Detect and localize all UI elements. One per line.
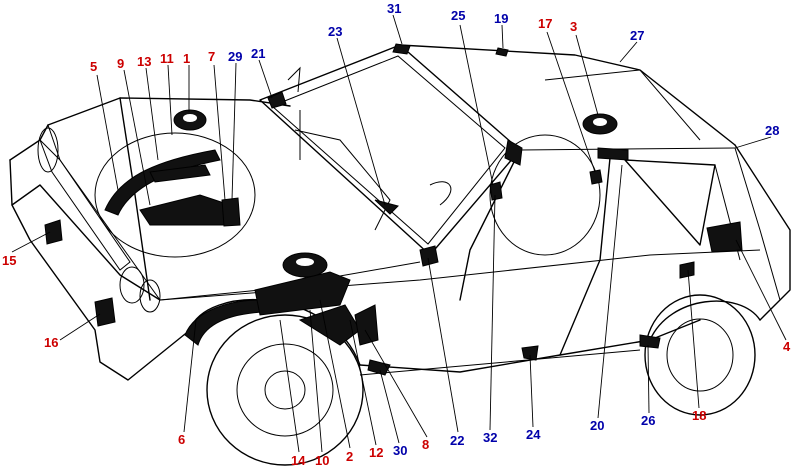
label-22: 22 bbox=[450, 433, 464, 448]
label-16: 16 bbox=[44, 335, 58, 350]
car-body-outline bbox=[9, 44, 791, 466]
part-a-pillar-lower bbox=[419, 245, 439, 267]
label-7: 7 bbox=[208, 49, 215, 64]
label-15: 15 bbox=[2, 253, 16, 268]
label-2: 2 bbox=[346, 449, 353, 464]
label-24: 24 bbox=[526, 427, 541, 442]
part-lower-front-16 bbox=[94, 297, 116, 327]
part-sill-end bbox=[354, 304, 379, 346]
part-bracket-29 bbox=[221, 197, 241, 227]
label-23: 23 bbox=[328, 24, 342, 39]
label-17: 17 bbox=[538, 16, 552, 31]
part-pillar-bracket-25 bbox=[489, 181, 503, 201]
part-floor-clip-24 bbox=[521, 345, 539, 361]
part-front-panel-15 bbox=[44, 219, 63, 245]
label-8: 8 bbox=[422, 437, 429, 452]
leader-lines bbox=[11, 14, 787, 453]
part-roof-clip-19 bbox=[495, 47, 509, 57]
label-25: 25 bbox=[451, 8, 465, 23]
label-11: 11 bbox=[160, 51, 174, 66]
label-9: 9 bbox=[117, 56, 124, 71]
part-longitudinal-member bbox=[254, 271, 351, 316]
part-rear-door-clip-18 bbox=[679, 261, 695, 279]
part-front-strut-top-inner bbox=[183, 114, 197, 122]
body-parts bbox=[44, 43, 743, 376]
part-front-strut-tower-inner bbox=[296, 258, 314, 266]
part-windshield-corner bbox=[267, 91, 287, 109]
label-31: 31 bbox=[387, 1, 401, 16]
part-roof-clip-31 bbox=[392, 43, 411, 55]
label-19: 19 bbox=[494, 11, 508, 26]
label-29: 29 bbox=[228, 49, 242, 64]
label-21: 21 bbox=[251, 46, 265, 61]
label-3: 3 bbox=[570, 19, 577, 34]
part-a-pillar-reinforce bbox=[504, 139, 523, 166]
label-27: 27 bbox=[630, 28, 644, 43]
label-4: 4 bbox=[783, 339, 791, 354]
part-wheelhouse-panel bbox=[139, 194, 231, 226]
label-10: 10 bbox=[315, 453, 329, 468]
part-number-labels: 31 25 19 17 3 27 23 5 9 13 11 1 7 29 21 … bbox=[2, 1, 791, 468]
label-26: 26 bbox=[641, 413, 655, 428]
label-20: 20 bbox=[590, 418, 604, 433]
part-b-pillar-clip bbox=[589, 169, 603, 185]
label-12: 12 bbox=[369, 445, 383, 460]
label-30: 30 bbox=[393, 443, 407, 458]
label-28: 28 bbox=[765, 123, 779, 138]
part-rear-strut-top-inner bbox=[593, 118, 607, 126]
part-seat-belt-23 bbox=[374, 199, 399, 215]
label-5: 5 bbox=[90, 59, 97, 74]
part-frame-rail bbox=[149, 164, 211, 183]
label-6: 6 bbox=[178, 432, 185, 447]
label-1: 1 bbox=[183, 51, 190, 66]
part-rear-sill-26 bbox=[639, 334, 661, 349]
label-18: 18 bbox=[692, 408, 706, 423]
part-rear-quarter-panel bbox=[706, 221, 743, 253]
part-b-pillar-top bbox=[597, 147, 629, 161]
label-14: 14 bbox=[291, 453, 306, 468]
label-13: 13 bbox=[137, 54, 151, 69]
label-32: 32 bbox=[483, 430, 497, 445]
